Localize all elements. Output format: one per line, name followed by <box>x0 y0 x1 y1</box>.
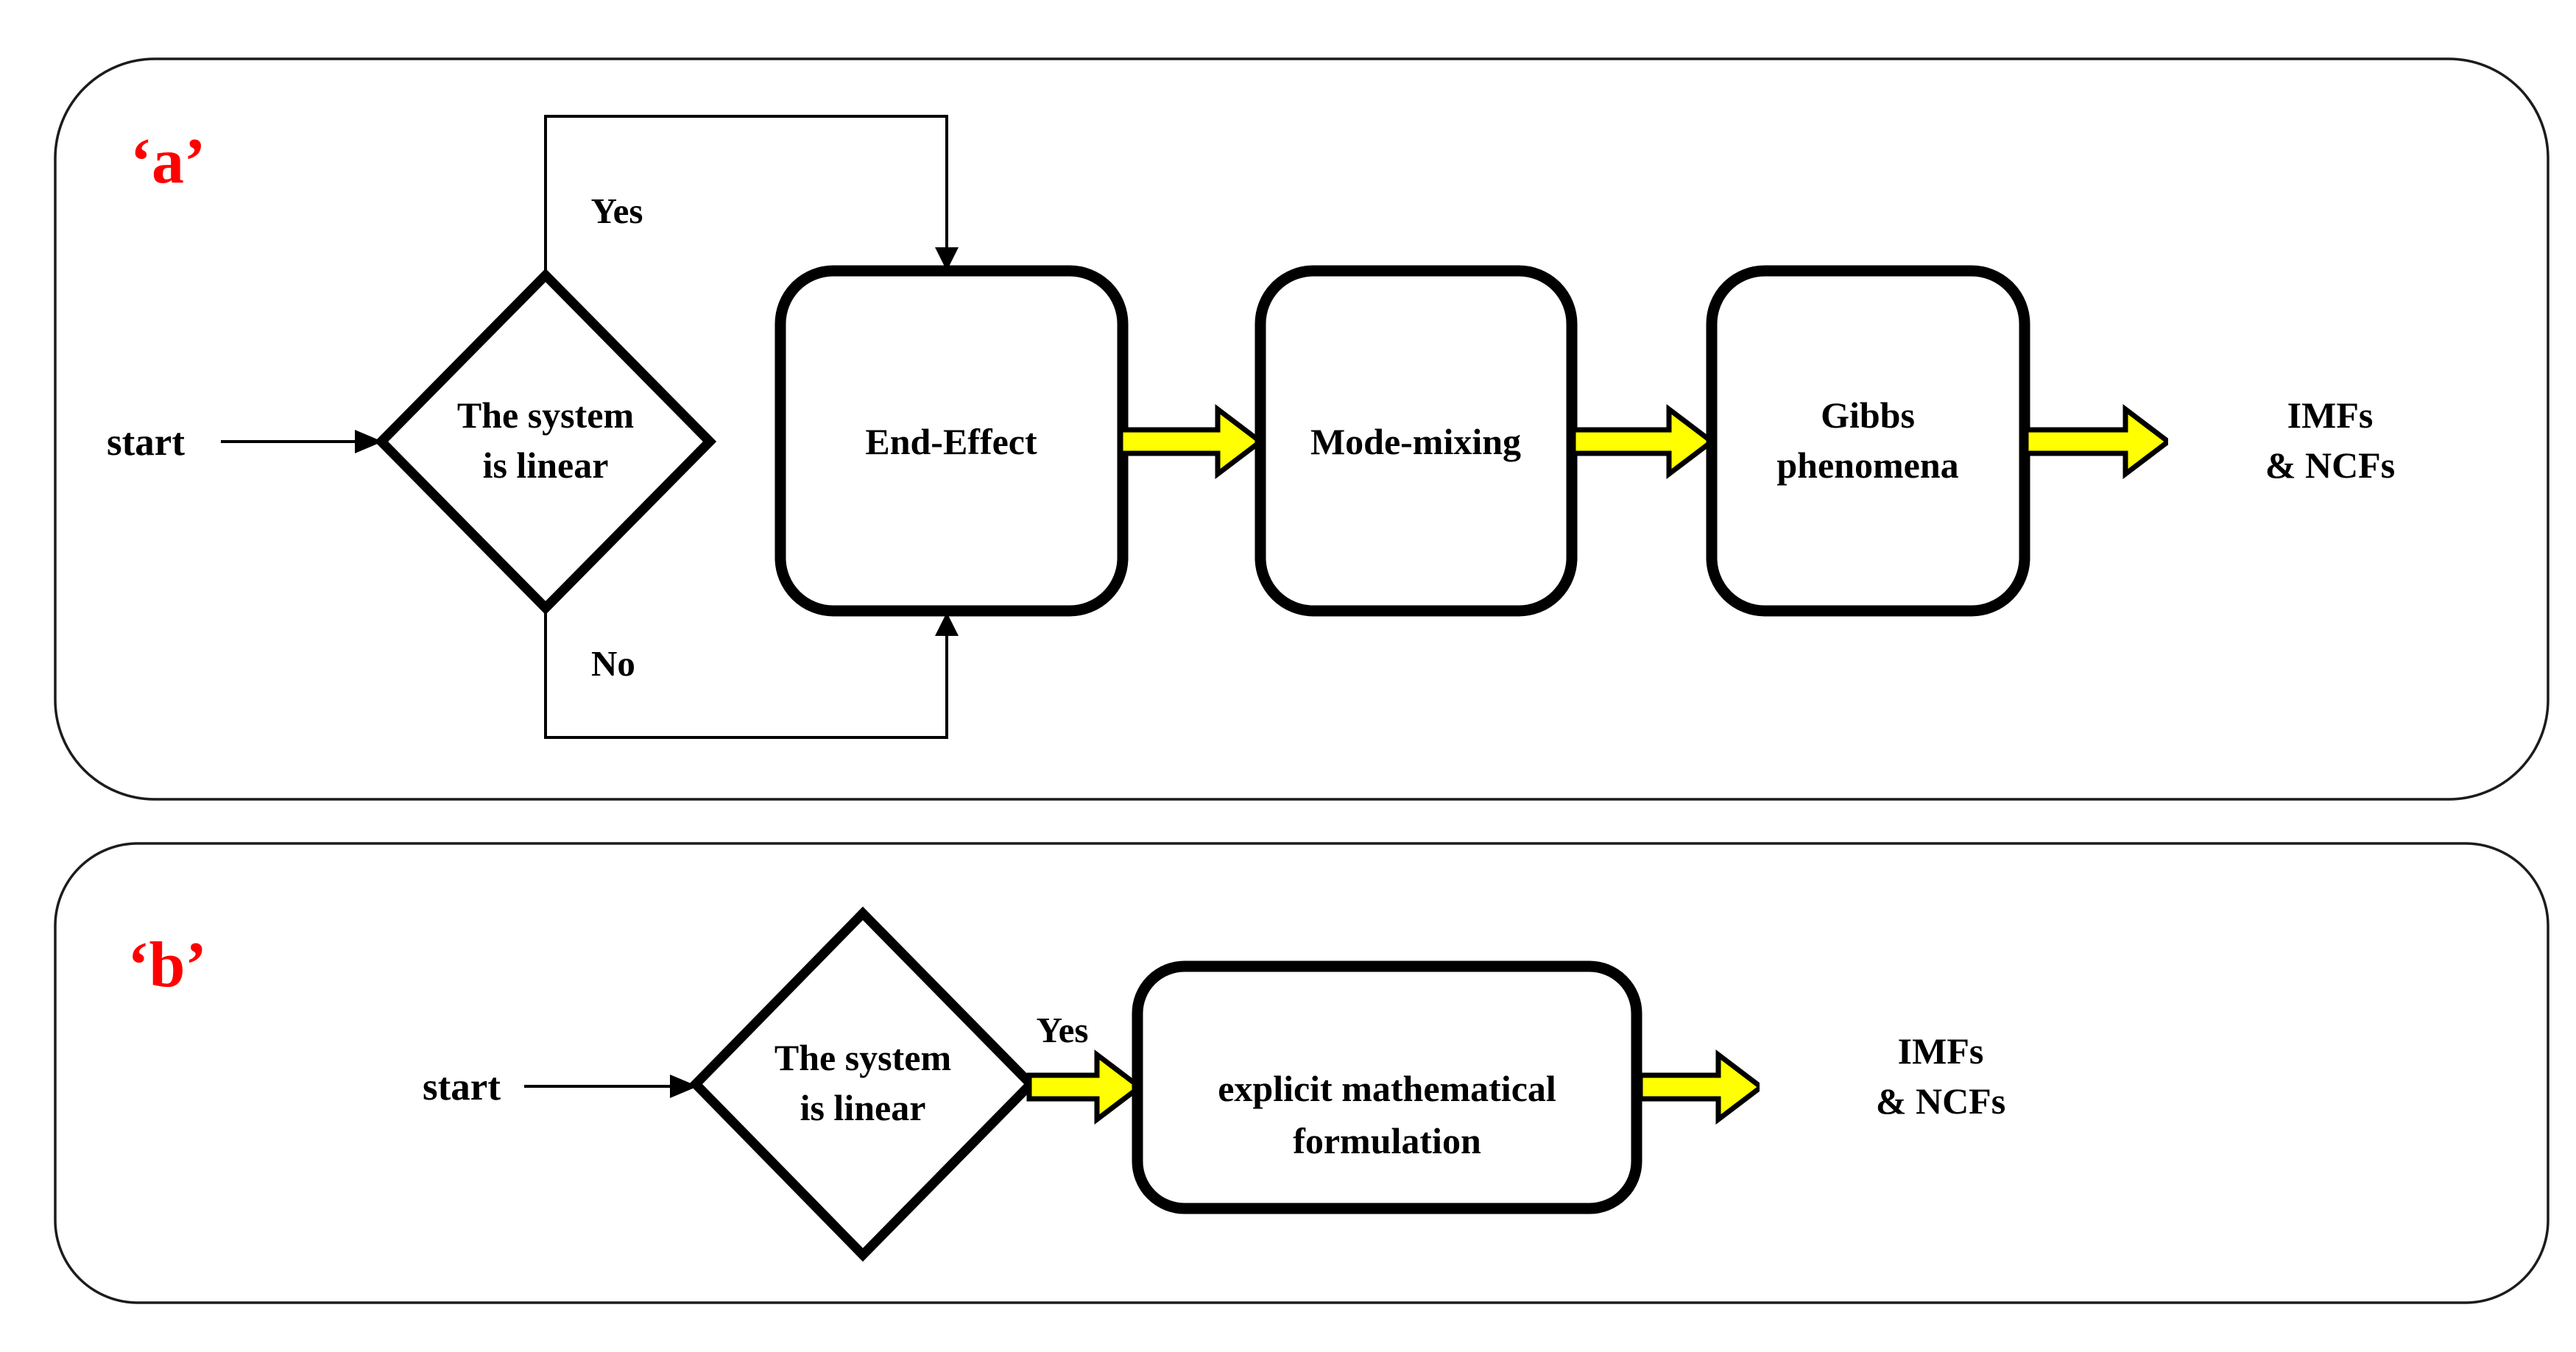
panel-a-output-document <box>2168 271 2492 605</box>
panel-b-process-formulation-line1: explicit mathematical <box>1218 1068 1556 1109</box>
panel-a-flow-arrow-3 <box>2023 403 2173 480</box>
panel-a-process-gibbs <box>1706 265 2030 617</box>
panel-b-process-formulation-line2: formulation <box>1293 1120 1481 1161</box>
panel-a-start-label: start <box>107 421 185 464</box>
panel-a-process-gibbs-line1: Gibbs <box>1821 394 1915 436</box>
panel-a-decision-line2: is linear <box>483 445 609 486</box>
panel-b-label: ‘b’ <box>127 930 207 1001</box>
panel-a-frame <box>54 57 2549 801</box>
panel-a-no-label: No <box>591 643 635 684</box>
panel-a-output-line2: & NCFs <box>2265 445 2395 486</box>
panel-a-flow-arrow-1 <box>1118 403 1265 480</box>
panel-b-flow-arrow-1 <box>1026 1049 1144 1125</box>
panel-a-start-arrowhead <box>355 430 383 453</box>
panel-b-frame <box>54 842 2549 1304</box>
panel-a-flow-arrow-2 <box>1570 403 1716 480</box>
panel-a-process-end-effect-label: End-Effect <box>865 421 1037 462</box>
panel-b-output-line1: IMFs <box>1898 1030 1984 1072</box>
panel-a-decision-line1: The system <box>457 394 634 436</box>
panel-b-process-formulation <box>1132 960 1642 1214</box>
panel-b-start-label: start <box>423 1066 501 1108</box>
panel-b-decision-line2: is linear <box>800 1087 926 1128</box>
panel-a-yes-path <box>544 115 948 275</box>
panel-b: ‘b’ start The system is linear Yes expli… <box>54 842 2549 1304</box>
panel-b-decision-diamond <box>688 906 1038 1262</box>
panel-a-no-path <box>544 608 948 739</box>
panel-b-yes-label: Yes <box>1037 1010 1089 1050</box>
panel-b-output-line2: & NCFs <box>1876 1080 2005 1122</box>
panel-a-no-arrowhead <box>935 612 959 636</box>
panel-b-decision-line1: The system <box>774 1037 951 1078</box>
panel-a-label: ‘a’ <box>130 126 206 197</box>
panel-a-decision-diamond <box>374 268 717 615</box>
panel-a: ‘a’ start Yes No The system is linear En… <box>54 57 2549 801</box>
panel-a-output-line1: IMFs <box>2287 394 2374 436</box>
panel-a-yes-label: Yes <box>591 191 643 231</box>
panel-a-process-mode-mixing-label: Mode-mixing <box>1310 421 1521 462</box>
panel-b-output-document <box>1760 922 2122 1245</box>
panel-a-yes-arrowhead <box>935 247 959 271</box>
panel-b-flow-arrow-2 <box>1637 1049 1765 1125</box>
panel-b-start-arrowhead <box>670 1075 698 1098</box>
panel-a-process-gibbs-line2: phenomena <box>1776 445 1958 486</box>
